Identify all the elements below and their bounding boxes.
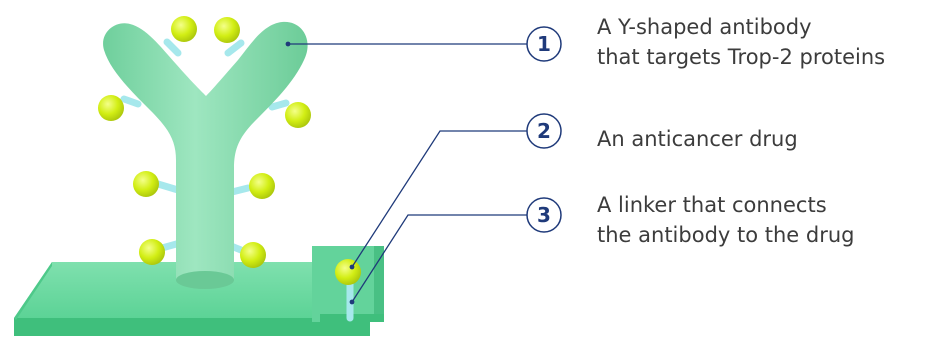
callout-label-drug: An anticancer drug xyxy=(597,124,798,154)
badge-number-2: 2 xyxy=(537,119,551,143)
badge-1: 1 xyxy=(526,26,562,62)
antibody-y-shape xyxy=(103,21,308,289)
sample-drug xyxy=(335,259,361,285)
drug-molecules xyxy=(98,16,311,268)
callout-3-line-2: the antibody to the drug xyxy=(597,223,855,247)
callout-2-line-1: An anticancer drug xyxy=(597,127,798,151)
callout-3-line-1: A linker that connects xyxy=(597,193,827,217)
callout-label-linker: A linker that connects the antibody to t… xyxy=(597,190,855,250)
callout-label-antibody: A Y-shaped antibody that targets Trop-2 … xyxy=(597,12,885,72)
callout-1-line-1: A Y-shaped antibody xyxy=(597,15,812,39)
badge-3: 3 xyxy=(526,197,562,233)
badge-number-1: 1 xyxy=(537,32,551,56)
base-platform xyxy=(14,262,370,336)
leader-lines xyxy=(285,41,527,305)
badge-number-3: 3 xyxy=(537,203,551,227)
badge-2: 2 xyxy=(526,113,562,149)
callout-1-line-2: that targets Trop-2 proteins xyxy=(597,45,886,69)
